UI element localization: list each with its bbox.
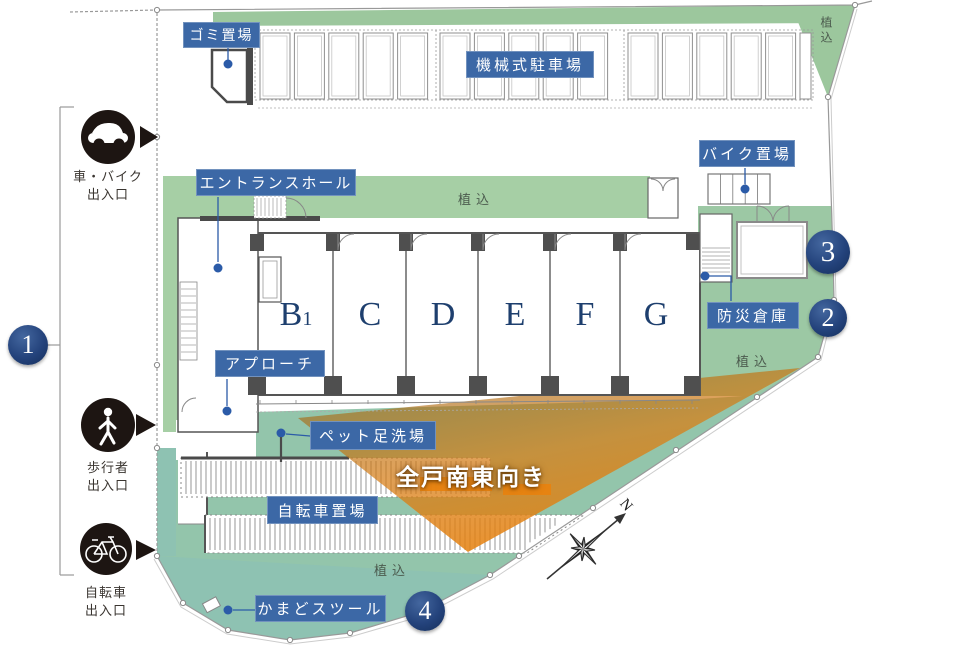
planting-label-south: 植込 xyxy=(374,563,411,578)
marker1-bracket xyxy=(48,106,74,576)
planting-label-east: 植込 xyxy=(736,354,773,369)
label-leaders xyxy=(213,48,750,615)
label-disaster-warehouse: 防災倉庫 xyxy=(707,302,799,329)
unit-d: D xyxy=(430,296,456,333)
pedestrian-gate-caption: 歩行者出入口 xyxy=(86,460,129,493)
marker-2: 2 xyxy=(809,299,847,337)
bicycle-gate-caption: 自転車出入口 xyxy=(84,585,127,618)
label-pet-foot-wash: ペット足洗場 xyxy=(310,421,436,450)
direction-note: 全戸南東向き xyxy=(396,465,546,490)
marker-4: 4 xyxy=(405,591,445,631)
kamado-stool-icon xyxy=(201,596,222,614)
pedestrian-gate-icon xyxy=(81,398,156,452)
planting-label-northeast: 植込 xyxy=(819,16,833,46)
unit-g: G xyxy=(643,296,669,333)
label-kamado-stool: かまどスツール xyxy=(255,595,386,622)
motorcycle-parking xyxy=(647,173,771,219)
mechanical-parking xyxy=(254,29,814,109)
unit-e: E xyxy=(504,296,526,333)
car-gate-caption: 車・バイク出入口 xyxy=(73,169,143,202)
label-bicycle-parking: 自転車置場 xyxy=(267,496,378,524)
unit-b1: B1 xyxy=(279,296,313,333)
label-entrance-hall: エントランスホール xyxy=(196,169,356,196)
marker-3: 3 xyxy=(806,230,850,274)
southeast-direction-overlay xyxy=(298,368,800,552)
label-bike-parking: バイク置場 xyxy=(699,140,795,167)
marker-1: 1 xyxy=(8,325,48,365)
garbage-area xyxy=(210,42,253,105)
label-garbage: ゴミ置場 xyxy=(183,22,260,48)
building-outline xyxy=(177,195,733,433)
label-approach: アプローチ xyxy=(215,350,325,377)
unit-c: C xyxy=(358,296,382,333)
label-mechanical-parking: 機械式駐車場 xyxy=(466,51,594,78)
bicycle-gate-icon xyxy=(80,523,156,575)
planting-label-mid: 植込 xyxy=(458,192,495,207)
car-gate-icon xyxy=(81,110,158,164)
unit-f: F xyxy=(575,296,595,333)
compass-icon xyxy=(546,513,626,580)
